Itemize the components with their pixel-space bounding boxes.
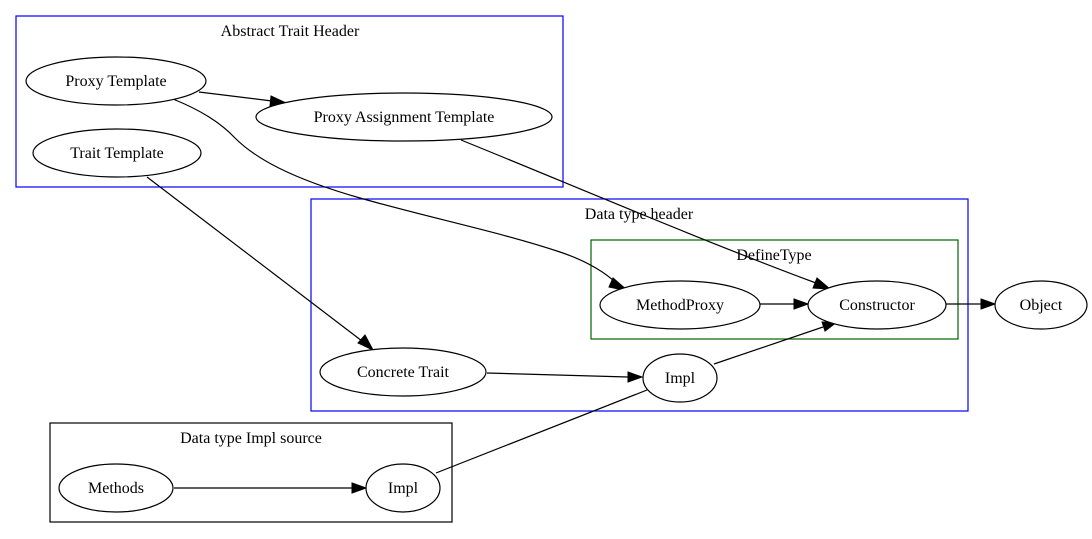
cluster-abstract-trait-header-border	[15, 15, 564, 188]
node-object[interactable]: Object	[994, 280, 1088, 330]
cluster-impl-source-border	[49, 422, 453, 523]
node-label: Impl	[388, 480, 419, 497]
edge-methods-to-impl-source	[174, 482, 368, 494]
edge-line	[713, 326, 824, 365]
node-label: MethodProxy	[636, 297, 724, 314]
node-label: Object	[1020, 297, 1063, 314]
arrowhead	[357, 334, 375, 352]
node-constructor[interactable]: Constructor	[807, 280, 947, 330]
edge-proxy-template-to-proxy-assignment	[198, 91, 288, 107]
arrowhead	[351, 482, 368, 494]
node-shape	[58, 463, 174, 513]
node-shape	[807, 280, 947, 330]
node-shape	[994, 280, 1088, 330]
cluster-abstract-trait-header-label: Abstract Trait Header	[221, 23, 360, 40]
node-shape	[319, 347, 487, 397]
node-impl-source[interactable]: Impl	[365, 463, 441, 513]
edge-method-proxy-to-constructor	[760, 298, 810, 310]
node-proxy-assignment-template[interactable]: Proxy Assignment Template	[255, 92, 553, 142]
edge-line	[146, 176, 363, 342]
arrowhead	[627, 371, 644, 383]
node-shape	[365, 463, 441, 513]
node-shape	[25, 56, 207, 106]
arrowhead	[980, 298, 997, 310]
node-shape	[255, 92, 553, 142]
edge-impl-source-to-impl-header	[435, 389, 648, 474]
node-label: Trait Template	[70, 145, 164, 162]
cluster-define-type-label: DefineType	[736, 247, 811, 264]
cluster-impl-source: Data type Impl source	[49, 422, 453, 523]
node-label: Proxy Assignment Template	[314, 109, 495, 126]
edge-line	[172, 98, 617, 284]
edge-line	[435, 389, 648, 474]
node-label: Methods	[88, 480, 144, 497]
edge-constructor-to-object	[946, 298, 997, 310]
cluster-data-type-header: Data type header	[310, 198, 969, 412]
cluster-data-type-header-label: Data type header	[585, 206, 694, 223]
cluster-abstract-trait-header: Abstract Trait Header	[15, 15, 564, 188]
node-label: Proxy Template	[65, 73, 166, 90]
edge-line	[460, 139, 817, 284]
node-shape	[642, 353, 718, 403]
node-label: Constructor	[839, 297, 915, 314]
cluster-define-type-border	[590, 239, 959, 340]
edge-trait-template-to-concrete-trait	[146, 176, 375, 352]
edge-line	[486, 372, 629, 378]
edge-concrete-trait-to-impl	[486, 371, 644, 383]
node-method-proxy[interactable]: MethodProxy	[599, 280, 761, 330]
node-impl-header[interactable]: Impl	[642, 353, 718, 403]
node-shape	[32, 128, 202, 178]
arrowhead	[793, 298, 810, 310]
node-proxy-template[interactable]: Proxy Template	[25, 56, 207, 106]
node-methods[interactable]: Methods	[58, 463, 174, 513]
node-concrete-trait[interactable]: Concrete Trait	[319, 347, 487, 397]
node-label: Concrete Trait	[357, 364, 450, 381]
edge-proxy-assignment-to-constructor	[460, 139, 832, 290]
node-label: Impl	[665, 370, 696, 387]
edge-line	[198, 91, 273, 102]
edge-impl-to-constructor	[713, 321, 839, 365]
node-trait-template[interactable]: Trait Template	[32, 128, 202, 178]
cluster-impl-source-label: Data type Impl source	[180, 430, 322, 447]
node-shape	[599, 280, 761, 330]
arrowhead	[812, 277, 832, 290]
cluster-data-type-header-border	[310, 198, 969, 412]
